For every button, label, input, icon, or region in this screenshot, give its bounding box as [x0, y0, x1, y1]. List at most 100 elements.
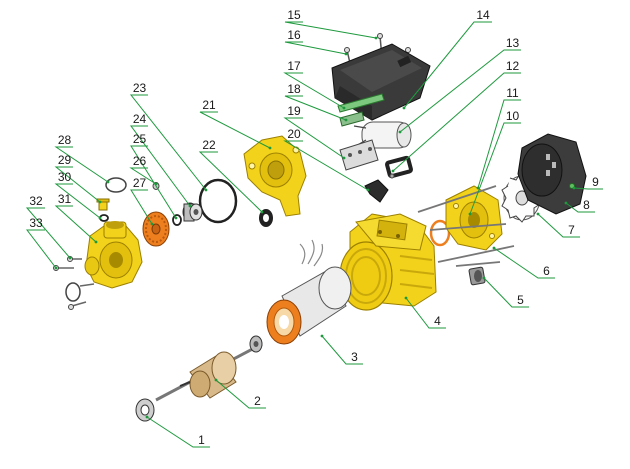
part-number-label: 13 [506, 36, 520, 50]
mechanical-seal-icon [182, 202, 203, 222]
part-number-label: 5 [517, 293, 524, 307]
pump-body-icon [84, 221, 143, 289]
part-number-label: 2 [254, 394, 261, 408]
leader-line [469, 122, 521, 215]
part-number-label: 12 [506, 59, 520, 73]
leader-line [284, 95, 347, 121]
leader-line [321, 335, 363, 365]
part-number-label: 18 [287, 82, 301, 96]
callout-12: 12 [391, 59, 521, 173]
callout-28: 28 [54, 133, 110, 184]
callout-8: 8 [564, 198, 595, 213]
part-number-label: 7 [568, 223, 575, 237]
part-number-label: 3 [351, 350, 358, 364]
leader-line [493, 247, 555, 279]
leader-line [129, 94, 207, 191]
part-number-label: 24 [133, 112, 147, 126]
leader-line [146, 416, 210, 448]
part-number-label: 31 [58, 192, 72, 206]
stator-winding-icon [266, 266, 352, 345]
circlip-icon [172, 214, 182, 226]
plug-icon [96, 198, 110, 211]
leader-line [399, 49, 521, 133]
callout-14: 14 [402, 8, 492, 110]
part-number-label: 9 [592, 175, 599, 189]
leader-line [573, 187, 603, 190]
callout-7: 7 [536, 212, 580, 238]
leader-line [537, 213, 580, 238]
leader-line [283, 140, 369, 191]
cable-gland-icon [468, 266, 486, 286]
leader-line [130, 125, 191, 207]
callout-21: 21 [199, 98, 272, 150]
part-number-label: 22 [202, 138, 216, 152]
callout-26: 26 [129, 154, 158, 186]
leader-line [129, 167, 157, 185]
part-number-label: 19 [287, 104, 301, 118]
callout-11: 11 [476, 86, 521, 190]
callout-29: 29 [54, 153, 102, 204]
callout-17: 17 [283, 59, 346, 110]
part-number-label: 10 [506, 109, 520, 123]
leader-line [130, 189, 153, 225]
callout-27: 27 [130, 176, 154, 226]
part-number-label: 15 [287, 8, 301, 22]
callout-1: 1 [145, 415, 210, 448]
callout-6: 6 [492, 246, 555, 279]
terminal-block-icon [339, 139, 379, 171]
leader-line [283, 72, 345, 109]
rotor-shaft-icon [155, 335, 263, 402]
callout-30: 30 [54, 170, 102, 220]
part-number-label: 28 [58, 133, 72, 147]
part-number-label: 20 [287, 127, 301, 141]
capacitor-icon [353, 121, 412, 149]
rear-end-cover-icon [445, 185, 503, 251]
leader-line [25, 207, 71, 259]
leader-line [403, 21, 492, 109]
motor-housing-icon [339, 213, 437, 311]
washer-icon [259, 209, 273, 227]
part-number-label: 17 [287, 59, 301, 73]
part-number-label: 21 [202, 98, 216, 112]
leader-line [198, 151, 263, 213]
part-number-label: 4 [434, 314, 441, 328]
leader-line [54, 146, 109, 183]
part-number-label: 26 [133, 154, 147, 168]
impeller-icon [142, 211, 170, 247]
callout-5: 5 [482, 276, 529, 308]
callout-22: 22 [198, 138, 264, 214]
capacitor-clamp-icon [339, 111, 365, 127]
callout-layer: 1234567891011121314151617181920212223242… [25, 8, 603, 448]
callout-9: 9 [572, 175, 603, 190]
part-number-label: 32 [29, 194, 43, 208]
callout-18: 18 [284, 82, 348, 122]
pump-bracket-icon [243, 135, 307, 217]
part-number-label: 33 [29, 216, 43, 230]
leader-line [25, 229, 57, 269]
leader-line [130, 145, 177, 219]
leader-line [54, 166, 101, 203]
leader-line [284, 21, 377, 39]
callout-3: 3 [320, 334, 363, 365]
part-number-label: 23 [133, 81, 147, 95]
part-number-label: 25 [133, 132, 147, 146]
part-number-label: 30 [58, 170, 72, 184]
callout-4: 4 [404, 296, 446, 329]
fan-cover-icon [517, 133, 587, 215]
callout-33: 33 [25, 216, 58, 270]
leader-line [405, 297, 446, 329]
callout-10: 10 [468, 109, 521, 216]
callout-31: 31 [54, 192, 98, 244]
part-number-label: 29 [58, 153, 72, 167]
callout-23: 23 [129, 81, 208, 192]
callout-25: 25 [130, 132, 178, 220]
leader-line [283, 117, 345, 159]
part-number-label: 14 [476, 8, 490, 22]
part-number-label: 16 [287, 28, 301, 42]
callout-20: 20 [283, 127, 370, 192]
callout-13: 13 [398, 36, 521, 134]
leader-line [54, 183, 101, 219]
lead-wires-icon [299, 239, 324, 267]
